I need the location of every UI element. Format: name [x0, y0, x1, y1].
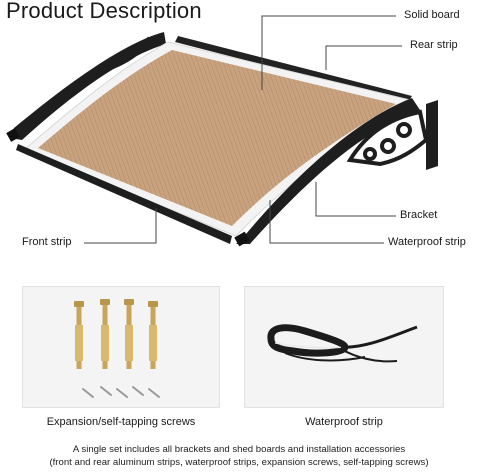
waterproof-strip-caption: Waterproof strip: [305, 416, 383, 428]
leader-rear-strip: [325, 45, 402, 70]
right-bracket-plate: [426, 100, 438, 170]
footnote-line-1: A single set includes all brackets and s…: [72, 444, 406, 455]
right-bracket-arm: [236, 98, 420, 244]
waterproof-strip-icon: [267, 324, 418, 363]
footnote-line-2: (front and rear aluminum strips, waterpr…: [49, 457, 429, 468]
front-strip-shape: [16, 144, 232, 244]
callout-bracket: Bracket: [400, 209, 438, 221]
screws-caption: Expansion/self-tapping screws: [46, 416, 196, 428]
page-title: Product Description: [6, 0, 202, 23]
expansion-bolts: [74, 299, 158, 369]
rear-strip-shape: [175, 36, 412, 102]
leader-front-strip: [84, 208, 157, 244]
solid-board-shape: [38, 50, 396, 226]
left-bracket-brace: [95, 36, 153, 75]
waterproof-strip-panel: [244, 286, 444, 408]
callout-rear-strip: Rear strip: [410, 39, 458, 51]
screws-panel: [22, 286, 220, 408]
callout-front-strip: Front strip: [22, 236, 72, 248]
right-bracket-web: [346, 109, 429, 167]
bracket-hole: [380, 138, 396, 154]
self-tapping-screws: [82, 386, 160, 398]
bracket-hole: [396, 122, 412, 138]
callout-waterproof-strip: Waterproof strip: [388, 236, 466, 248]
bracket-hole: [363, 147, 377, 161]
leader-bracket: [315, 182, 396, 217]
end-cap: [6, 128, 20, 142]
leader-waterproof-strip: [269, 200, 384, 244]
callout-solid-board: Solid board: [404, 9, 460, 21]
screws-icon: [74, 299, 160, 398]
leader-solid-board: [261, 15, 396, 90]
end-cap: [234, 231, 250, 247]
awning-diagram: [6, 15, 438, 247]
